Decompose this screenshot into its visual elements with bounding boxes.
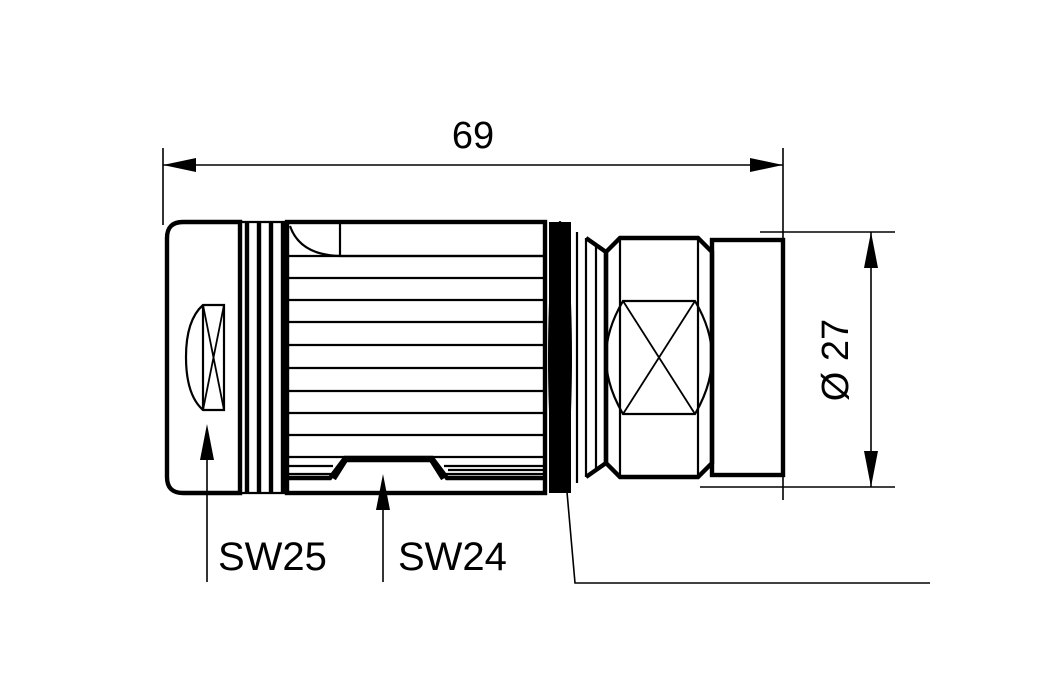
arrowhead-bottom: [864, 451, 878, 487]
sw24-notch-mask: [334, 460, 443, 479]
arrowhead-left: [163, 158, 196, 172]
leader-line-oring: [566, 491, 930, 584]
leader-sw24: SW24: [376, 474, 507, 582]
groove-rings: [240, 220, 287, 495]
seal-o-ring: [548, 221, 588, 493]
tail-barrel: [709, 237, 786, 478]
label-sw24: SW24: [398, 535, 507, 579]
dimension-length-69: 69: [162, 115, 784, 500]
ribbed-body: [284, 219, 548, 496]
oring-body: [549, 222, 571, 493]
leader-sw25: SW25: [200, 424, 327, 582]
sw24-notch-edge: [332, 457, 445, 481]
hex-nut-cross-b: [622, 300, 696, 415]
leader-arrow-sw25: [200, 424, 214, 460]
hex-nut: [603, 235, 715, 480]
tail-barrel-outline: [709, 237, 786, 478]
body-top-chamfer-arc: [288, 225, 545, 258]
cap-outline: [164, 219, 243, 496]
dimension-diameter-27: Ø 27: [700, 231, 895, 488]
dimension-value-length: 69: [452, 115, 494, 157]
dimension-value-diameter: Ø 27: [815, 319, 857, 401]
label-sw25: SW25: [218, 535, 327, 579]
arrowhead-top: [864, 232, 878, 268]
cap-hex-flat: [184, 303, 226, 412]
leader-arrow-sw24: [376, 474, 390, 510]
cap-hex-cross-b: [202, 304, 225, 411]
leader-oring: [566, 491, 930, 584]
arrowhead-right: [750, 158, 783, 172]
ribbed-body-outline: [284, 219, 548, 496]
coupling-collar: [584, 236, 609, 479]
left-cap-sw25: [164, 219, 243, 496]
